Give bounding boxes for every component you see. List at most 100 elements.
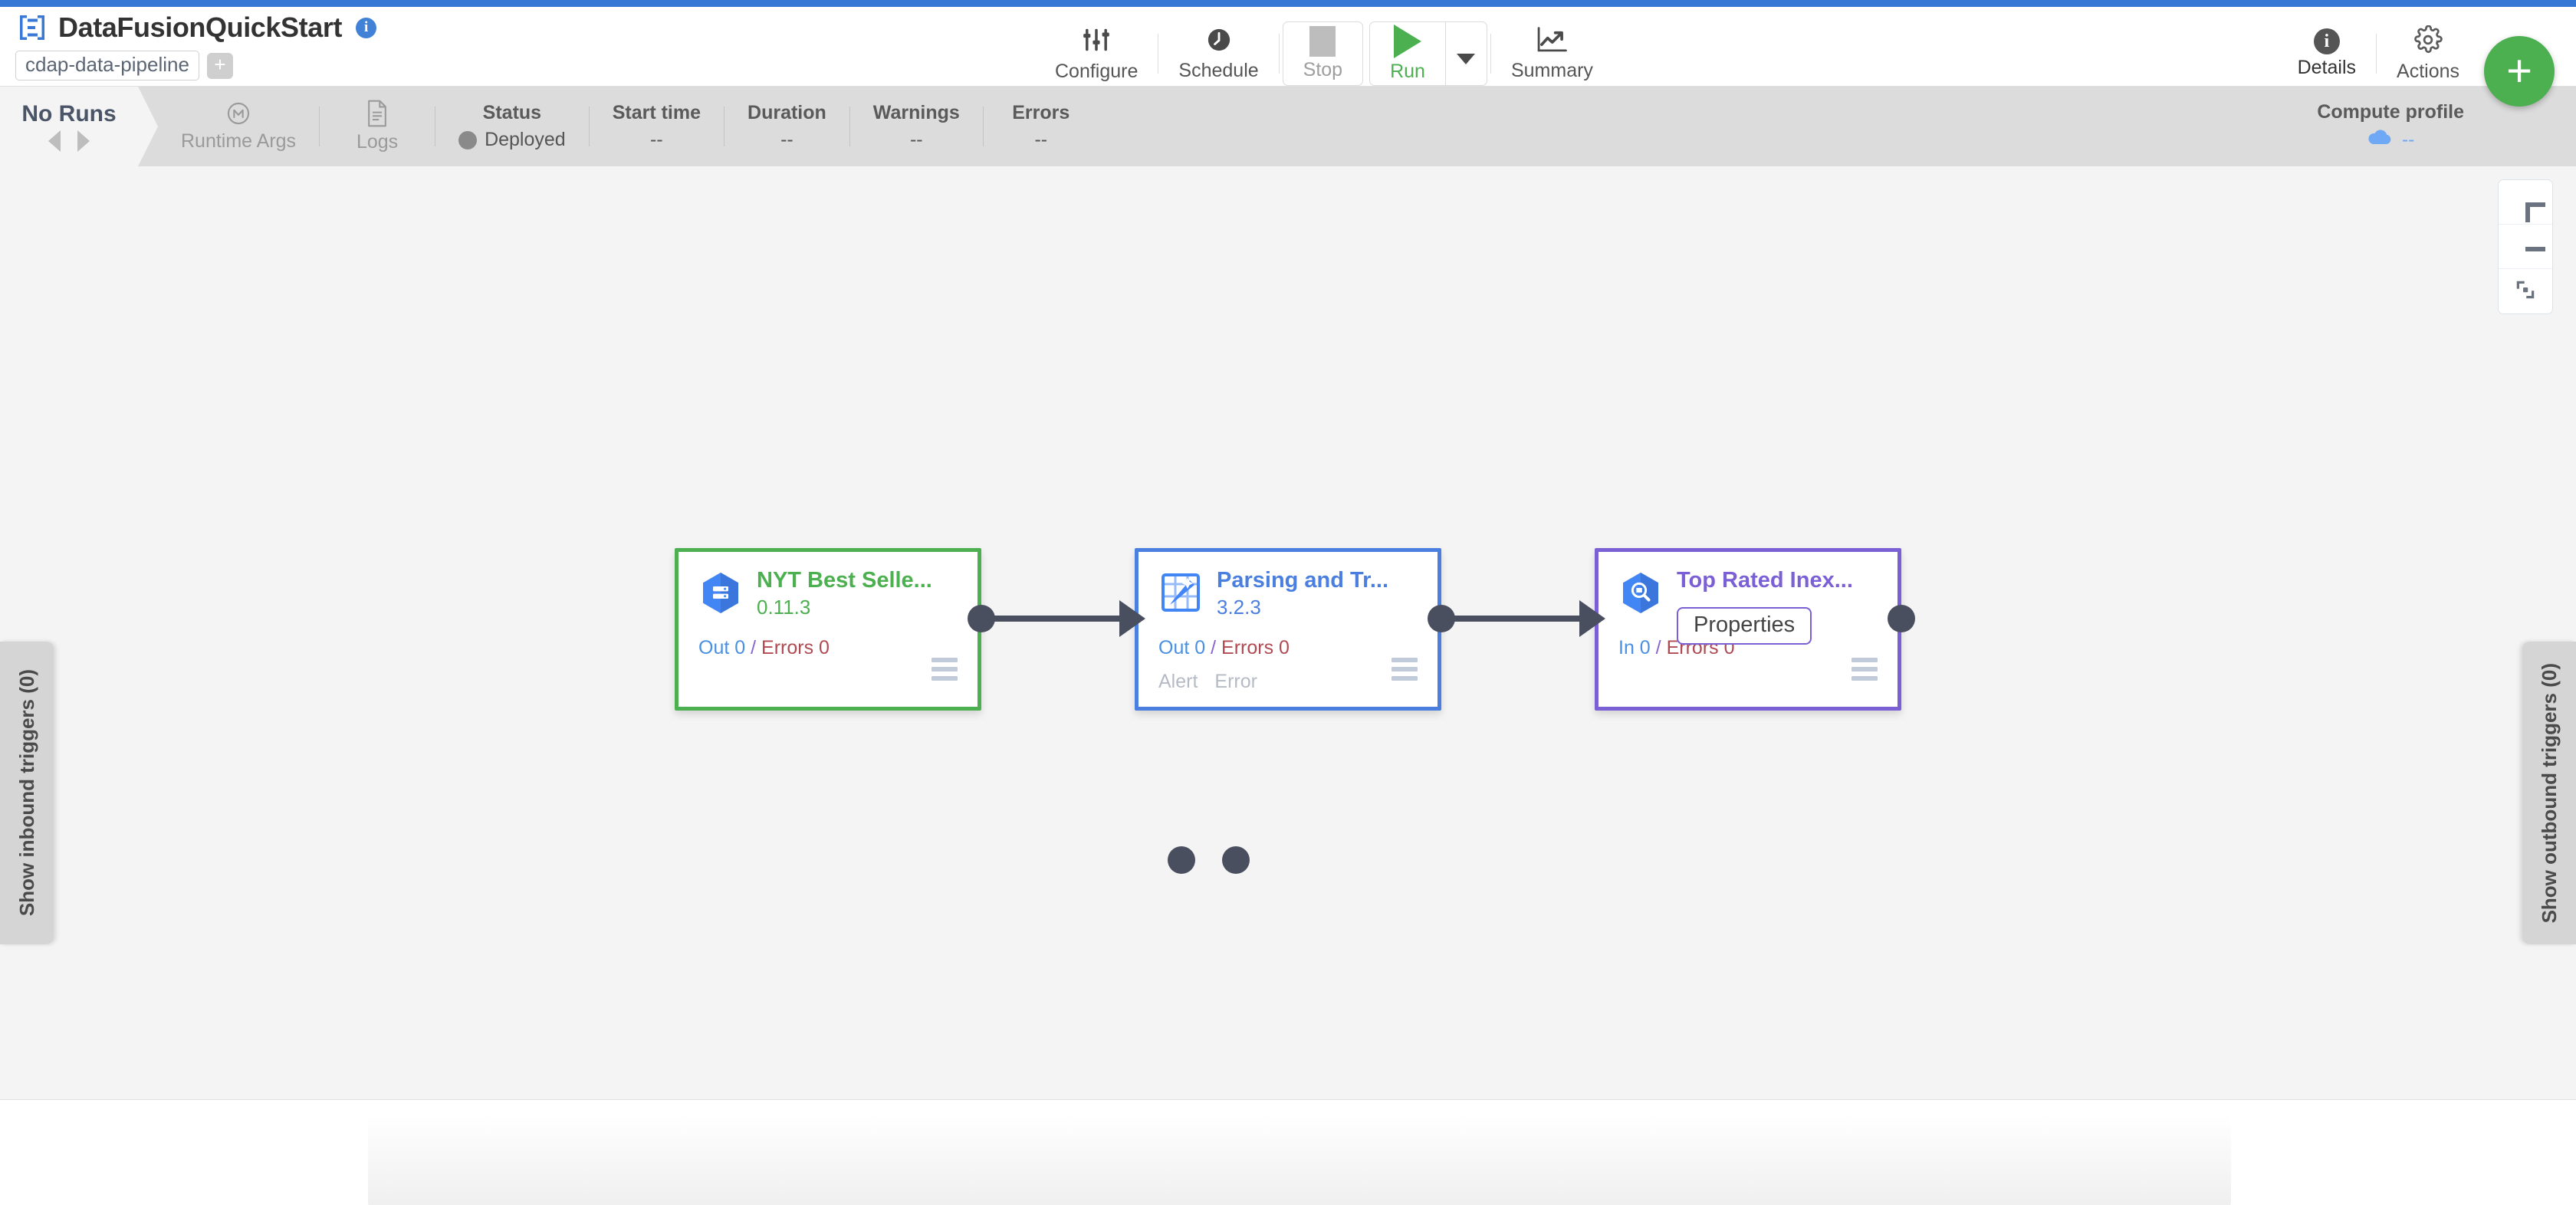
- sliders-icon: [1082, 25, 1111, 58]
- run-button-box[interactable]: Run: [1369, 21, 1487, 86]
- clock-icon: [1205, 26, 1233, 57]
- connector-arrow-1-icon: [1119, 600, 1145, 637]
- actions-button[interactable]: Actions: [2377, 14, 2479, 94]
- outbound-triggers-tab[interactable]: Show outbound triggers (0): [2522, 642, 2576, 944]
- duration-label: Duration: [748, 102, 826, 123]
- run-pager: [48, 130, 90, 152]
- toolbar-divider: [2376, 34, 2377, 74]
- node-metrics: Out 0 / Errors 0: [1158, 637, 1290, 659]
- alert-port-label[interactable]: Alert: [1158, 671, 1198, 692]
- node-properties-button[interactable]: Properties: [1677, 607, 1812, 645]
- status-cell-logs[interactable]: Logs: [320, 87, 435, 166]
- fit-screen-icon: [2514, 278, 2537, 305]
- alert-port-endpoint[interactable]: [1168, 846, 1195, 874]
- run-options-dropdown[interactable]: [1444, 22, 1487, 85]
- output-endpoint-transform[interactable]: [1428, 605, 1455, 632]
- info-circle-icon: i: [2313, 28, 2340, 54]
- pipeline-canvas[interactable]: Show inbound triggers (0) Show outbound …: [0, 166, 2576, 1100]
- page-title: DataFusionQuickStart: [58, 11, 343, 43]
- toolbar-divider: [1490, 34, 1491, 74]
- add-tag-button[interactable]: +: [206, 52, 233, 79]
- fit-to-screen-button[interactable]: [2499, 269, 2552, 314]
- brand-block: DataFusionQuickStart i: [17, 11, 377, 44]
- compute-profile-value-row: --: [2367, 128, 2414, 152]
- hamburger-menu-icon[interactable]: [1392, 658, 1418, 685]
- bottom-overlay-card: [368, 1115, 2231, 1205]
- pipeline-type-chip[interactable]: cdap-data-pipeline: [15, 51, 199, 81]
- pipeline-node-sink[interactable]: Top Rated Inex... Properties In 0 / Erro…: [1595, 548, 1901, 711]
- run-button[interactable]: Run: [1370, 22, 1445, 85]
- chevron-left-icon[interactable]: [48, 130, 61, 152]
- node-in-count: In 0: [1618, 637, 1651, 658]
- status-cell-duration: Duration --: [724, 87, 849, 166]
- hamburger-menu-icon[interactable]: [1852, 658, 1878, 685]
- node-out-count: Out 0: [1158, 637, 1206, 658]
- metrics-separator: /: [1655, 637, 1661, 658]
- zoom-in-button[interactable]: [2499, 180, 2552, 225]
- status-divider: [588, 107, 590, 146]
- play-triangle-icon: [1394, 25, 1422, 58]
- output-endpoint-source[interactable]: [968, 605, 995, 632]
- details-label: Details: [2297, 57, 2357, 78]
- status-cell-runtime-args[interactable]: Runtime Args: [158, 87, 319, 166]
- status-value-text: Deployed: [485, 129, 566, 150]
- stop-label: Stop: [1303, 59, 1343, 80]
- duration-value: --: [780, 129, 794, 150]
- error-port-endpoint[interactable]: [1222, 846, 1250, 874]
- status-divider: [319, 107, 320, 146]
- macro-icon: [225, 100, 251, 130]
- node-title: Top Rated Inex...: [1677, 568, 1853, 593]
- add-plugin-fab[interactable]: +: [2484, 36, 2555, 107]
- errors-label: Errors: [1012, 102, 1070, 123]
- hamburger-menu-icon[interactable]: [932, 658, 958, 685]
- plus-icon: +: [2506, 46, 2532, 96]
- node-metrics: Out 0 / Errors 0: [698, 637, 830, 659]
- status-label: Status: [482, 102, 542, 123]
- configure-label: Configure: [1055, 60, 1138, 82]
- cloud-icon: [2367, 128, 2393, 152]
- run-status-bar: No Runs Runtime Args: [0, 87, 2576, 166]
- gear-icon: [2413, 25, 2443, 58]
- metrics-separator: /: [751, 637, 757, 658]
- metrics-separator: /: [1211, 637, 1217, 658]
- pipeline-node-transform[interactable]: Parsing and Tr... 3.2.3 Out 0 / Errors 0…: [1135, 548, 1441, 711]
- pipeline-meta: cdap-data-pipeline +: [15, 51, 233, 81]
- output-endpoint-sink[interactable]: [1888, 605, 1915, 632]
- status-cell-start-time: Start time --: [590, 87, 724, 166]
- data-fusion-logo-icon: [17, 12, 48, 43]
- status-badge: [458, 130, 478, 149]
- stop-button-box[interactable]: Stop: [1282, 21, 1364, 86]
- node-error-count: Errors 0: [1221, 637, 1290, 658]
- inbound-triggers-label: Show inbound triggers (0): [15, 669, 38, 917]
- schedule-button[interactable]: Schedule: [1158, 14, 1278, 94]
- pipeline-node-source[interactable]: NYT Best Selle... 0.11.3 Out 0 / Errors …: [675, 548, 981, 711]
- stop-button[interactable]: Stop: [1283, 22, 1362, 85]
- node-version: 0.11.3: [757, 596, 811, 619]
- configure-button[interactable]: Configure: [1035, 14, 1158, 94]
- status-divider: [849, 107, 850, 146]
- primary-toolbar: Configure Schedule Stop: [1035, 14, 1613, 94]
- schedule-label: Schedule: [1178, 59, 1259, 81]
- info-icon[interactable]: i: [356, 17, 377, 38]
- chevron-right-icon[interactable]: [77, 130, 90, 152]
- toolbar-divider: [1278, 34, 1280, 74]
- connector-transform-to-sink: [1449, 616, 1598, 622]
- node-output-ports: Alert Error: [1158, 671, 1257, 693]
- start-time-label: Start time: [612, 102, 702, 123]
- stop-square-icon: [1309, 26, 1336, 57]
- bigquery-search-icon: [1618, 570, 1663, 615]
- zoom-out-button[interactable]: [2499, 225, 2552, 269]
- status-cells: Runtime Args Logs Status Deploy: [158, 87, 1099, 166]
- node-title-block: NYT Best Selle... 0.11.3: [757, 569, 932, 619]
- window-top-accent-bar: [0, 0, 2576, 7]
- error-port-label[interactable]: Error: [1214, 671, 1257, 692]
- details-button[interactable]: i Details: [2278, 14, 2376, 94]
- compute-profile[interactable]: Compute profile --: [2317, 87, 2464, 166]
- no-runs-panel: No Runs: [0, 87, 138, 166]
- connector-source-to-transform: [989, 616, 1138, 622]
- runtime-args-label: Runtime Args: [181, 130, 297, 152]
- summary-button[interactable]: Summary: [1491, 14, 1613, 94]
- node-header: NYT Best Selle... 0.11.3: [678, 552, 978, 619]
- inbound-triggers-tab[interactable]: Show inbound triggers (0): [0, 642, 54, 944]
- actions-label: Actions: [2397, 60, 2459, 82]
